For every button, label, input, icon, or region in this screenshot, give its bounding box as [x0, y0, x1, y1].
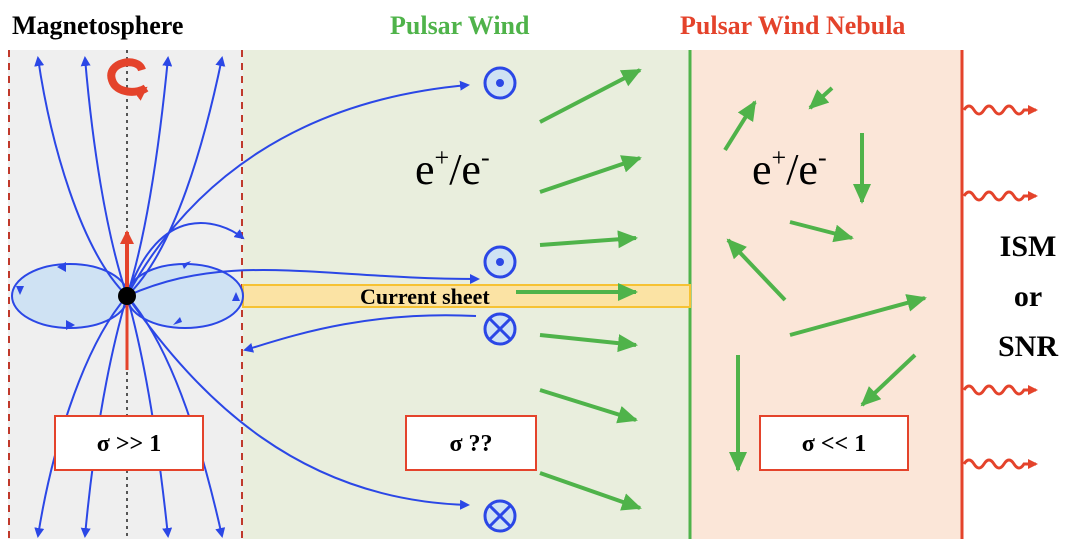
surroundings-line-3: SNR [998, 330, 1058, 363]
wind-flow-arrows [516, 68, 642, 511]
sigma-label-wind: σ ?? [449, 431, 492, 457]
pulsar-star [118, 287, 136, 305]
field-in-icon [483, 499, 517, 533]
field-in-icon [483, 312, 517, 346]
sigma-label-magnetosphere: σ >> 1 [97, 431, 161, 457]
sigma-box-magnetosphere: σ >> 1 [54, 415, 204, 471]
current-sheet-label: Current sheet [360, 284, 490, 309]
field-out-icon [483, 66, 517, 100]
field-out-icon [483, 245, 517, 279]
header-magnetosphere: Magnetosphere [12, 11, 183, 40]
radiation-icon [962, 104, 1038, 470]
particles-label-wind: e+/e- [415, 143, 490, 194]
rotation-arrow-icon [107, 58, 149, 101]
open-field-lines [34, 56, 480, 538]
sigma-label-nebula: σ << 1 [802, 431, 866, 457]
surroundings-line-2: or [1014, 280, 1042, 313]
sigma-box-nebula: σ << 1 [759, 415, 909, 471]
nebula-flow-arrows [723, 86, 927, 472]
surroundings-line-1: ISM [1000, 230, 1057, 263]
sigma-box-wind: σ ?? [405, 415, 537, 471]
lobe-arrows [16, 261, 240, 330]
header-pulsar-wind: Pulsar Wind [390, 11, 530, 40]
header-pulsar-wind-nebula: Pulsar Wind Nebula [680, 11, 905, 40]
particles-label-nebula: e+/e- [752, 143, 827, 194]
